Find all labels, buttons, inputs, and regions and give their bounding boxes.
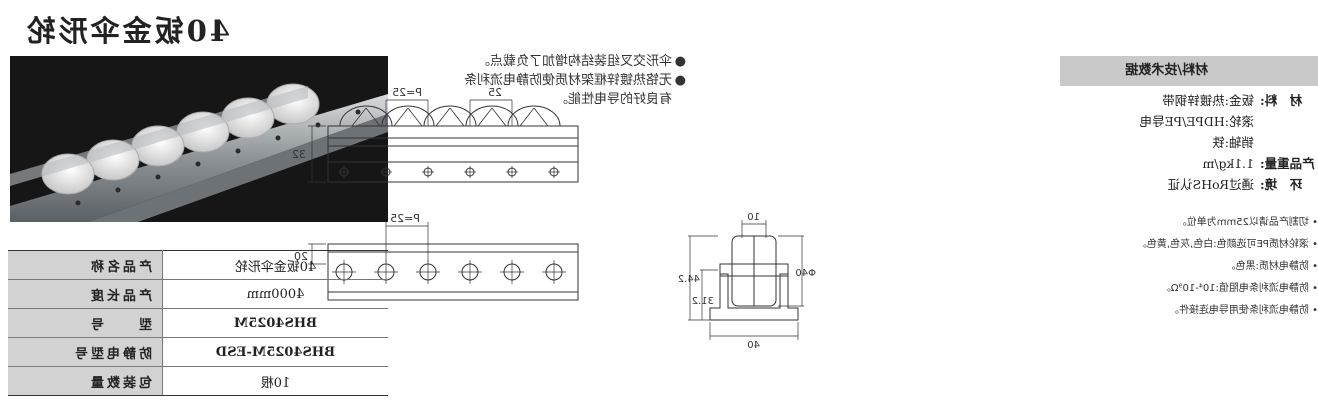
note-item: • 防静电流利条电阻值:10⁴-10⁹Ω。 — [1160, 283, 1318, 294]
feature-item: ●伞形交叉组装结构增加了负载点。 — [476, 54, 686, 69]
dim-label: 31.2 — [692, 296, 714, 307]
dim-label: 44.2 — [678, 274, 700, 285]
note-item: • 滚轮材质PE可选颜色:白色,灰色,黄色。 — [1136, 239, 1318, 250]
dim-label: 20 — [294, 250, 308, 263]
table-row: 10根包装数量 — [8, 366, 388, 396]
note-item: • 防静电流利条使用导电连接件。 — [1168, 305, 1318, 316]
dim-label: 25 — [488, 86, 502, 99]
note-item: • 切割产品请以25mm为单位。 — [1176, 217, 1318, 228]
spec-header: 材料/技术数据 — [1060, 56, 1318, 86]
side-view-drawing: 25 P=25 32 — [292, 86, 579, 183]
dim-label: P=25 — [390, 212, 420, 225]
bottom-view-drawing: P=25 20 — [294, 212, 579, 301]
dim-label: 32 — [292, 148, 306, 161]
spec-row-weight: 产品重量: 1.1kg/m — [1202, 156, 1315, 171]
note-item: • 防静电材质:黑色。 — [1225, 261, 1318, 272]
spec-row-environment: 环 境: 通过RoHS认证 — [1167, 177, 1303, 192]
notes-list: • 切割产品请以25mm为单位。 • 滚轮材质PE可选颜色:白色,灰色,黄色。 … — [1058, 212, 1318, 322]
spec-panel: 材料/技术数据 材 料: 钣金:热镀锌钢带滚轮:HDPE/PE导电销轴:铁 产品… — [1060, 56, 1318, 195]
roller-track-image — [10, 83, 388, 222]
product-photo — [10, 56, 388, 222]
table-row: 40钣金伞形轮产品名称 — [8, 250, 388, 280]
dim-label: 10 — [747, 212, 760, 223]
dim-label: P=25 — [392, 86, 422, 99]
page-title: 40钣金伞形轮 — [23, 14, 230, 48]
cross-section-drawing: 10 40 Φ40 44.2 31.2 — [678, 212, 816, 351]
spec-row-material: 材 料: 钣金:热镀锌钢带滚轮:HDPE/PE导电销轴:铁 — [1139, 93, 1303, 150]
dim-label: Φ40 — [795, 268, 816, 279]
dim-label: 40 — [747, 340, 760, 351]
